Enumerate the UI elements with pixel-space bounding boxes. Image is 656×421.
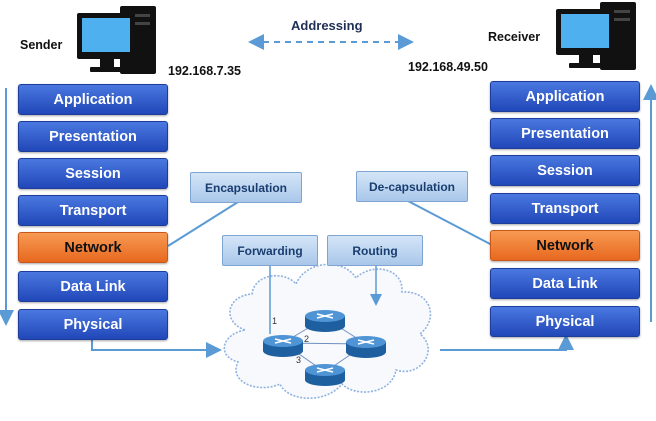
path-label-3: 3: [296, 355, 302, 365]
routing-callout: Routing: [327, 235, 423, 266]
receiver-computer-icon: [556, 2, 636, 70]
receiver-layer-transport: Transport: [490, 193, 640, 224]
forwarding-callout: Forwarding: [222, 235, 318, 266]
router-icon: [346, 336, 386, 358]
sender-computer-icon: [77, 6, 156, 74]
sender-layer-data-link: Data Link: [18, 271, 168, 302]
sender-layer-application: Application: [18, 84, 168, 115]
router-icon: [263, 335, 303, 357]
sender-layer-transport: Transport: [18, 195, 168, 226]
receiver-layer-presentation: Presentation: [490, 118, 640, 149]
sender-layer-network: Network: [18, 232, 168, 263]
receiver-layer-data-link: Data Link: [490, 268, 640, 299]
encapsulation-connector: [167, 201, 239, 247]
encapsulation-callout: Encapsulation: [190, 172, 302, 203]
decapsulation-connector: [407, 200, 493, 246]
sender-layer-physical: Physical: [18, 309, 168, 340]
cloud-to-receiver-arrow: [440, 334, 574, 351]
receiver-title: Receiver: [488, 30, 541, 44]
decapsulation-callout: De-capsulation: [356, 171, 468, 202]
receiver-layer-network: Network: [490, 230, 640, 261]
path-label-1: 1: [272, 316, 278, 326]
router-icon: [305, 310, 345, 332]
receiver-layer-physical: Physical: [490, 306, 640, 337]
addressing-label: Addressing: [291, 18, 363, 33]
router-icon: [305, 364, 345, 386]
receiver-layer-session: Session: [490, 155, 640, 186]
receiver-layer-application: Application: [490, 81, 640, 112]
path-label-2: 2: [304, 334, 310, 344]
sender-ip: 192.168.7.35: [168, 64, 241, 78]
receiver-ip: 192.168.49.50: [408, 60, 488, 74]
sender-layer-session: Session: [18, 158, 168, 189]
sender-layer-presentation: Presentation: [18, 121, 168, 152]
sender-title: Sender: [20, 38, 63, 52]
